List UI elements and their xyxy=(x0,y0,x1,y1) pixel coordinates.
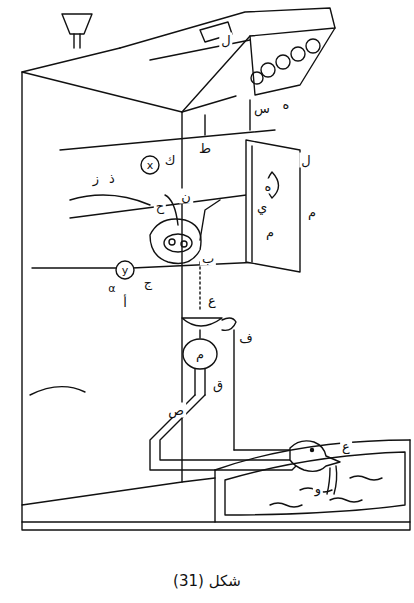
mechanism-stroke xyxy=(169,239,175,245)
siphon-pipe xyxy=(150,395,300,470)
bowl-and-float-stroke xyxy=(182,318,222,326)
mechanism xyxy=(150,195,220,310)
callout-letter: ل xyxy=(219,33,232,48)
callout-letter: م xyxy=(264,225,276,240)
swing-panel-stroke xyxy=(251,146,252,262)
callout-letter: ل xyxy=(299,153,312,168)
callout-letter: ن xyxy=(179,189,193,204)
siphon-pipe-stroke xyxy=(234,449,290,450)
callout-letter: ج xyxy=(142,275,154,290)
duck-spout-stroke xyxy=(290,441,340,471)
circle-mark: y xyxy=(120,264,131,277)
housing-stroke xyxy=(22,48,236,112)
rods-stroke xyxy=(32,262,262,268)
callout-letter: ق xyxy=(211,377,225,392)
bowl-and-float xyxy=(182,318,236,450)
callout-letter: ذ xyxy=(107,171,117,186)
callout-letter: ف xyxy=(237,331,254,346)
figure-caption: شكل (31) xyxy=(0,572,414,590)
callout-letter: ك xyxy=(163,153,178,168)
swing-panel xyxy=(246,140,300,272)
callout-letter: ط xyxy=(197,141,213,156)
bowl-and-float-stroke xyxy=(222,318,236,330)
housing-stroke xyxy=(22,478,215,522)
housing xyxy=(22,48,236,522)
ball-ramp-stroke xyxy=(150,40,250,60)
ball-ramp-stroke xyxy=(120,8,335,112)
bowl-and-float-stroke xyxy=(195,369,205,395)
basin-stroke xyxy=(22,522,410,530)
funnel xyxy=(62,14,92,48)
ball-ramp-stroke xyxy=(250,28,335,95)
bowl-and-float-stroke xyxy=(199,330,200,338)
callout-letter: ح xyxy=(154,199,166,214)
basin xyxy=(22,440,410,530)
callout-letter: أ xyxy=(121,295,129,310)
duck-spout-stroke xyxy=(311,449,314,452)
bowl-and-float-stroke xyxy=(233,330,234,450)
ball-ramp-stroke xyxy=(251,72,263,84)
callout-letter: و xyxy=(313,481,323,496)
rods-stroke xyxy=(141,156,159,174)
callout-letter: ع xyxy=(340,439,352,454)
callout-letter: ي xyxy=(255,200,269,215)
rods-stroke xyxy=(70,192,270,218)
siphon-pipe-stroke xyxy=(160,395,292,460)
bowl-and-float-stroke xyxy=(183,339,217,369)
housing-stroke xyxy=(22,72,182,505)
mechanism-stroke xyxy=(200,200,220,240)
mechanism-stroke xyxy=(165,195,178,225)
callout-letter: ع xyxy=(206,293,218,308)
rods-stroke xyxy=(205,100,250,135)
callout-letter: ه xyxy=(281,97,292,112)
callout-letter: ب xyxy=(200,251,216,266)
ball-ramp-stroke xyxy=(291,47,305,61)
callout-letter: ز xyxy=(91,171,101,186)
basin-stroke xyxy=(215,440,410,522)
mechanism-stroke xyxy=(199,262,200,310)
housing-stroke xyxy=(30,387,85,395)
basin-stroke xyxy=(215,440,410,470)
callout-letter: م xyxy=(306,205,318,220)
mechanism-stroke xyxy=(181,241,187,247)
mechanism-stroke xyxy=(164,234,192,252)
ball-ramp xyxy=(120,8,335,112)
mechanism-stroke xyxy=(150,219,201,264)
basin-stroke xyxy=(225,452,405,515)
basin-stroke xyxy=(270,476,382,507)
funnel-stroke xyxy=(62,14,92,34)
swing-panel-stroke xyxy=(246,140,300,272)
ball-ramp-stroke xyxy=(306,39,320,53)
circle-mark: α xyxy=(106,282,117,295)
circle-mark: x xyxy=(145,159,156,172)
rods xyxy=(32,100,275,279)
rods-stroke xyxy=(116,261,134,279)
callout-letter: س xyxy=(252,101,272,116)
callout-letter: ص xyxy=(166,403,186,418)
siphon-pipe-stroke xyxy=(150,395,300,470)
callout-letter: ه xyxy=(263,179,274,194)
ball-ramp-stroke xyxy=(276,55,290,69)
ball-ramp-stroke xyxy=(261,63,275,77)
housing-stroke xyxy=(70,195,150,205)
rods-stroke xyxy=(60,130,275,150)
callout-letter: م xyxy=(194,347,206,362)
funnel-stroke xyxy=(74,34,80,48)
